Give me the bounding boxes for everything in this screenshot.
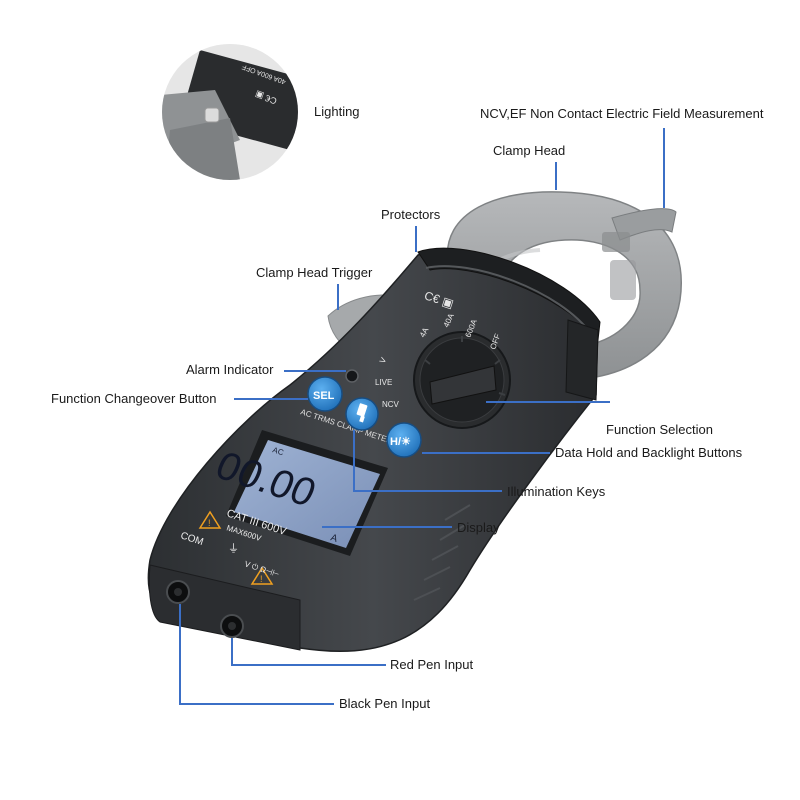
black-pen-input[interactable] xyxy=(166,580,190,604)
lighting-label: Lighting xyxy=(314,104,360,119)
dial-ncv-label: NCV xyxy=(382,400,400,409)
lcd-ac-indicator: AC xyxy=(271,445,285,457)
illumination-callout-line xyxy=(353,430,502,492)
black-pen-callout-line xyxy=(179,604,334,705)
ncv-label: NCV,EF Non Contact Electric Field Measur… xyxy=(480,106,764,121)
callout-lines xyxy=(179,128,665,705)
svg-text:!: ! xyxy=(208,518,211,528)
dial-v-label: V xyxy=(378,355,389,365)
data-hold-backlight-button[interactable]: H/☀ xyxy=(386,422,422,458)
black-pen-label: Black Pen Input xyxy=(339,696,431,711)
lcd-display: AC 00.00 A xyxy=(209,430,388,556)
red-pen-callout-line xyxy=(231,638,386,666)
lighting-led xyxy=(204,107,220,123)
meter-body xyxy=(147,247,601,652)
dial-live-label: LIVE xyxy=(375,378,392,387)
alarm-label: Alarm Indicator xyxy=(186,362,274,377)
warning-icon xyxy=(198,510,222,529)
function-selection-dial[interactable] xyxy=(413,331,511,429)
display-label: Display xyxy=(457,520,500,535)
red-pen-input[interactable] xyxy=(220,614,244,638)
svg-text:!: ! xyxy=(260,574,263,584)
clamp-head-label: Clamp Head xyxy=(493,143,566,158)
sel-button[interactable]: SEL xyxy=(307,376,343,412)
sel-button-label: SEL xyxy=(313,390,335,402)
alarm-indicator xyxy=(345,369,359,383)
clamp-head xyxy=(446,191,682,379)
red-pen-label: Red Pen Input xyxy=(390,657,474,672)
data-hold-label: Data Hold and Backlight Buttons xyxy=(555,445,743,460)
dial-4a-label: 4A xyxy=(418,325,431,338)
warning-icon-right xyxy=(250,566,274,585)
ground-icon: ⏚ xyxy=(228,542,239,555)
function-changeover-label: Function Changeover Button xyxy=(51,391,217,406)
function-selection-label: Function Selection xyxy=(606,422,713,437)
protectors-label: Protectors xyxy=(381,207,441,222)
lcd-unit: A xyxy=(329,532,339,545)
clamp-trigger-label: Clamp Head Trigger xyxy=(256,265,373,280)
illumination-key[interactable] xyxy=(345,397,379,431)
lighting-inset: 40A 600A OFF C€ ▣ xyxy=(162,44,298,180)
illumination-label: Illumination Keys xyxy=(507,484,606,499)
hold-button-label: H/☀ xyxy=(390,436,411,448)
